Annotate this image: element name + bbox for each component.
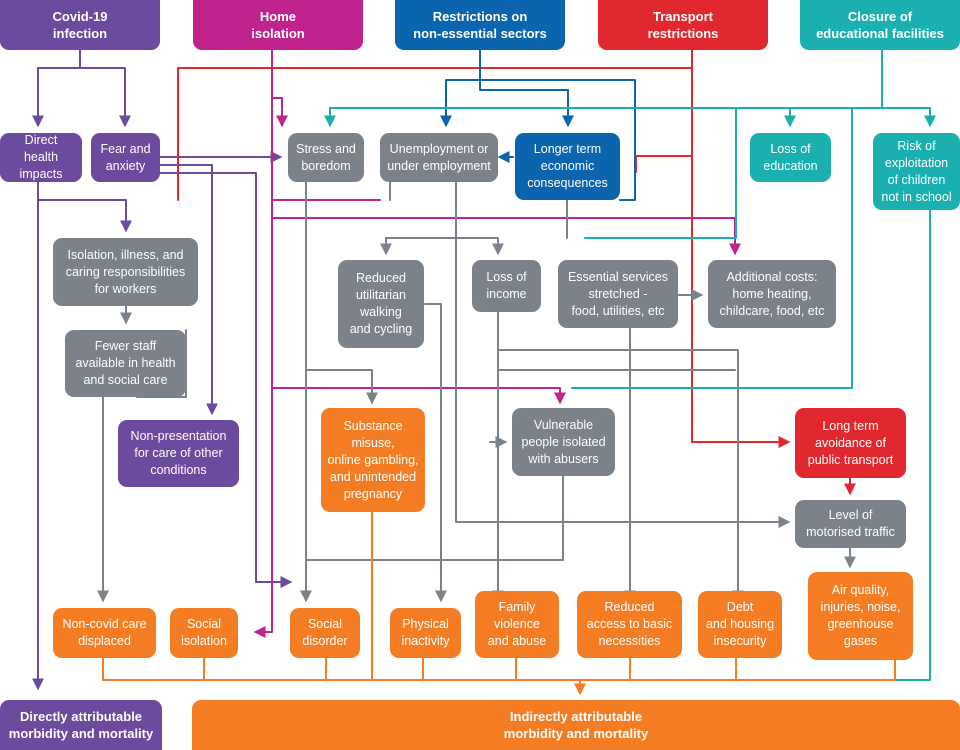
node-substance-misuse: Substance misuse, online gambling, and u… bbox=[321, 408, 425, 512]
node-social-disorder: Social disorder bbox=[290, 608, 360, 658]
node-long-term-avoidance: Long term avoidance of public transport bbox=[795, 408, 906, 478]
node-non-covid-care-displaced: Non-covid care displaced bbox=[53, 608, 156, 658]
node-level-motorised-traffic: Level of motorised traffic bbox=[795, 500, 906, 548]
header-restrictions-non-essential: Restrictions on non-essential sectors bbox=[395, 0, 565, 50]
node-loss-of-education: Loss of education bbox=[750, 133, 831, 182]
header-closure-educational: Closure of educational facilities bbox=[800, 0, 960, 50]
node-non-presentation: Non-presentation for care of other condi… bbox=[118, 420, 239, 487]
node-direct-health-impacts: Direct health impacts bbox=[0, 133, 82, 182]
outcome-directly-attributable: Directly attributable morbidity and mort… bbox=[0, 700, 162, 750]
node-fewer-staff: Fewer staff available in health and soci… bbox=[65, 330, 186, 397]
header-home-isolation: Home isolation bbox=[193, 0, 363, 50]
node-fear-and-anxiety: Fear and anxiety bbox=[91, 133, 160, 182]
node-risk-of-exploitation: Risk of exploitation of children not in … bbox=[873, 133, 960, 210]
node-physical-inactivity: Physical inactivity bbox=[390, 608, 461, 658]
node-isolation-illness-caring: Isolation, illness, and caring responsib… bbox=[53, 238, 198, 306]
node-essential-services-stretched: Essential services stretched - food, uti… bbox=[558, 260, 678, 328]
node-stress-and-boredom: Stress and boredom bbox=[288, 133, 364, 182]
node-vulnerable-people: Vulnerable people isolated with abusers bbox=[512, 408, 615, 476]
outcome-indirectly-attributable: Indirectly attributable morbidity and mo… bbox=[192, 700, 960, 750]
node-loss-of-income: Loss of income bbox=[472, 260, 541, 312]
header-covid-19-infection: Covid-19 infection bbox=[0, 0, 160, 50]
header-transport-restrictions: Transport restrictions bbox=[598, 0, 768, 50]
node-family-violence: Family violence and abuse bbox=[475, 591, 559, 658]
node-additional-costs: Additional costs: home heating, childcar… bbox=[708, 260, 836, 328]
node-unemployment: Unemployment or under employment bbox=[380, 133, 498, 182]
node-reduced-walking-cycling: Reduced utilitarian walking and cycling bbox=[338, 260, 424, 348]
node-reduced-access: Reduced access to basic necessities bbox=[577, 591, 682, 658]
node-air-quality: Air quality, injuries, noise, greenhouse… bbox=[808, 572, 913, 660]
node-debt-housing: Debt and housing insecurity bbox=[698, 591, 782, 658]
node-social-isolation: Social isolation bbox=[170, 608, 238, 658]
node-longer-term-economic: Longer term economic consequences bbox=[515, 133, 620, 200]
